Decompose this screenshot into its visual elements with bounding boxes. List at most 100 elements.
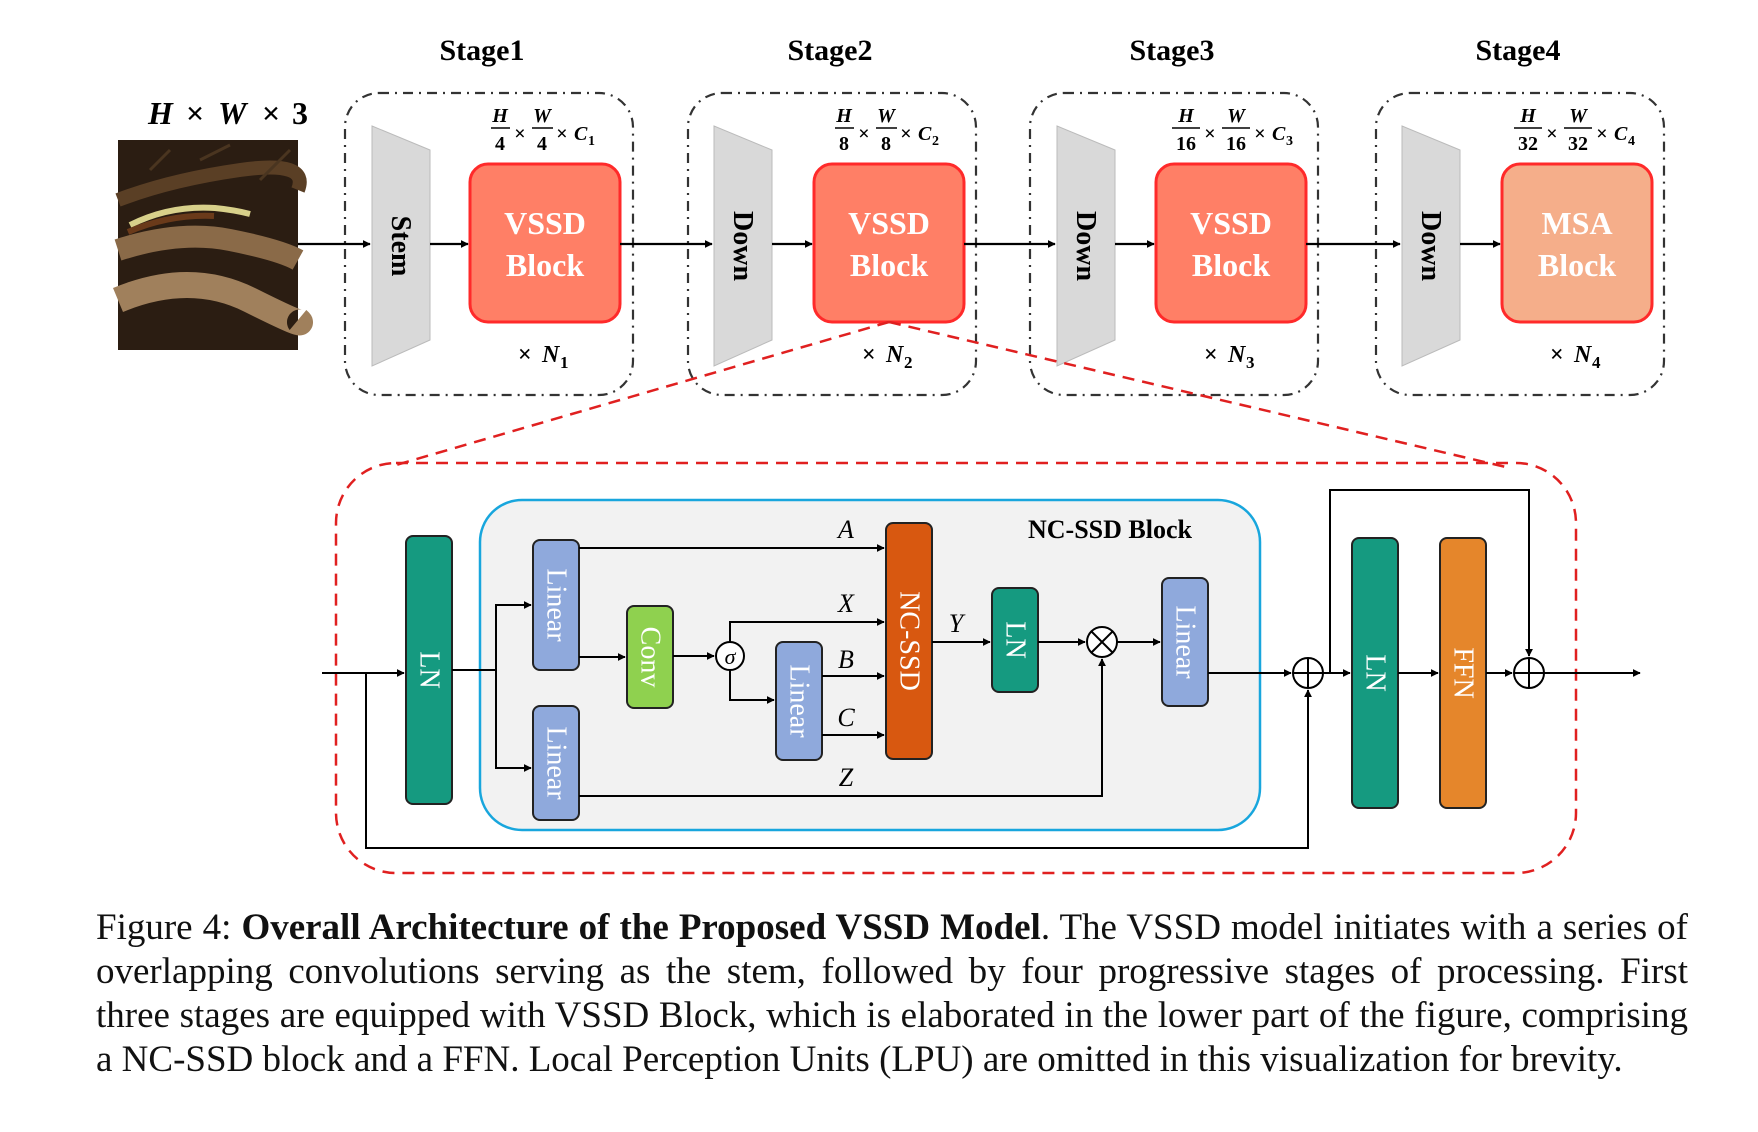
stage1-title: Stage1 (440, 34, 525, 67)
svg-text:H: H (1177, 105, 1195, 127)
svg-text:×: × (1596, 123, 1607, 145)
stage2-resolution: H 8 × W 8 × C 2 (835, 105, 939, 155)
stage4-block-line2: Block (1538, 247, 1616, 283)
ncssd-block-container (478, 498, 1262, 832)
stage4-msa-block (1500, 162, 1654, 324)
svg-text:×: × (900, 123, 911, 145)
label-B: B (838, 645, 854, 674)
stage1-block-line2: Block (506, 247, 584, 283)
svg-text:2: 2 (932, 134, 939, 149)
caption-bold: Overall Architecture of the Proposed VSS… (241, 907, 1041, 948)
ncssd-label: NC-SSD (894, 591, 925, 691)
ln-left-label: LN (414, 651, 445, 688)
linear-top-box (532, 539, 580, 671)
svg-text:W: W (1569, 105, 1588, 127)
svg-text:×: × (262, 95, 280, 131)
linear-mid-box (775, 641, 823, 761)
svg-text:×: × (1254, 123, 1265, 145)
svg-text:×: × (858, 123, 869, 145)
svg-text:×: × (186, 95, 204, 131)
multiply-op (1086, 626, 1118, 658)
svg-text:C: C (1272, 123, 1286, 145)
svg-text:3: 3 (1246, 353, 1255, 372)
stem-label: Stem (385, 216, 416, 277)
stage3-resolution: H 16 × W 16 × C 3 (1172, 105, 1293, 155)
svg-text:32: 32 (1518, 133, 1538, 155)
down4-label: Down (1415, 211, 1446, 281)
label-Y: Y (949, 609, 966, 638)
svg-text:N: N (1227, 342, 1247, 368)
stage3-title: Stage3 (1130, 34, 1215, 67)
svg-text:4: 4 (495, 133, 505, 155)
svg-text:×: × (1204, 123, 1215, 145)
linear-out-box (1161, 577, 1209, 707)
linear-bottom-box (532, 705, 580, 821)
svg-text:C: C (574, 123, 588, 145)
svg-text:8: 8 (881, 133, 891, 155)
svg-text:16: 16 (1226, 133, 1246, 155)
svg-text:C: C (1614, 123, 1628, 145)
line-to-linear-bottom (495, 670, 532, 772)
down4-trapezoid (1401, 125, 1461, 367)
svg-text:W: W (533, 105, 552, 127)
stage4-box (1374, 91, 1666, 397)
linear-top-label: Linear (541, 568, 572, 642)
svg-text:W: W (218, 95, 249, 131)
svg-text:2: 2 (904, 353, 913, 372)
stage1-vssd-block (468, 162, 622, 324)
linear-mid-label: Linear (784, 664, 815, 738)
svg-text:W: W (1227, 105, 1246, 127)
label-Z: Z (839, 763, 854, 792)
zoom-line-right (888, 320, 1511, 470)
svg-text:1: 1 (588, 134, 595, 149)
svg-text:H: H (147, 95, 174, 131)
svg-text:C: C (918, 123, 932, 145)
residual-add-2 (1513, 657, 1545, 689)
ln-right-label: LN (1360, 654, 1391, 691)
svg-text:×: × (862, 342, 876, 368)
svg-text:×: × (1550, 342, 1564, 368)
stage2-block-line2: Block (850, 247, 928, 283)
stage1-repeat: × N 1 (518, 342, 569, 372)
vssd-detail-box (334, 461, 1578, 875)
svg-text:×: × (556, 123, 567, 145)
stem-trapezoid (371, 125, 431, 367)
stage2-repeat: × N 2 (862, 342, 913, 372)
down2-trapezoid (713, 125, 773, 367)
stage3-block-line2: Block (1192, 247, 1270, 283)
line-X (729, 618, 885, 642)
stage4-repeat: × N 4 (1550, 342, 1601, 372)
zoom-line-left (395, 320, 890, 467)
figure-caption: Figure 4: Overall Architecture of the Pr… (96, 906, 1688, 1082)
caption-prefix: Figure 4: (96, 907, 242, 948)
svg-text:1: 1 (560, 353, 569, 372)
stage2-vssd-block (812, 162, 966, 324)
svg-text:H: H (835, 105, 853, 127)
linear-bottom-label: Linear (541, 726, 572, 800)
line-Z (579, 658, 1106, 797)
stage2-title: Stage2 (788, 34, 873, 67)
svg-text:×: × (1204, 342, 1218, 368)
svg-text:W: W (877, 105, 896, 127)
svg-text:32: 32 (1568, 133, 1588, 155)
linear-out-label: Linear (1170, 605, 1201, 679)
label-A: A (836, 515, 854, 544)
ln-inner-label: LN (1000, 621, 1031, 658)
stage4-title: Stage4 (1476, 34, 1561, 67)
stage4-block-line1: MSA (1541, 205, 1612, 241)
residual-2-path (1329, 489, 1533, 673)
ffn-label: FFN (1448, 647, 1479, 698)
stage4-resolution: H 32 × W 32 × C 4 (1514, 105, 1635, 155)
ln-inner-box (991, 587, 1039, 693)
stage1-block-line1: VSSD (504, 205, 586, 241)
svg-text:3: 3 (1286, 134, 1293, 149)
label-C: C (837, 703, 855, 732)
svg-text:H: H (1519, 105, 1537, 127)
svg-text:4: 4 (537, 133, 547, 155)
svg-text:4: 4 (1592, 353, 1601, 372)
label-X: X (837, 589, 855, 618)
down3-label: Down (1070, 211, 1101, 281)
input-dim-label: H × W × 3 (147, 95, 308, 131)
down3-trapezoid (1056, 125, 1116, 367)
residual-add-1 (1292, 657, 1324, 689)
